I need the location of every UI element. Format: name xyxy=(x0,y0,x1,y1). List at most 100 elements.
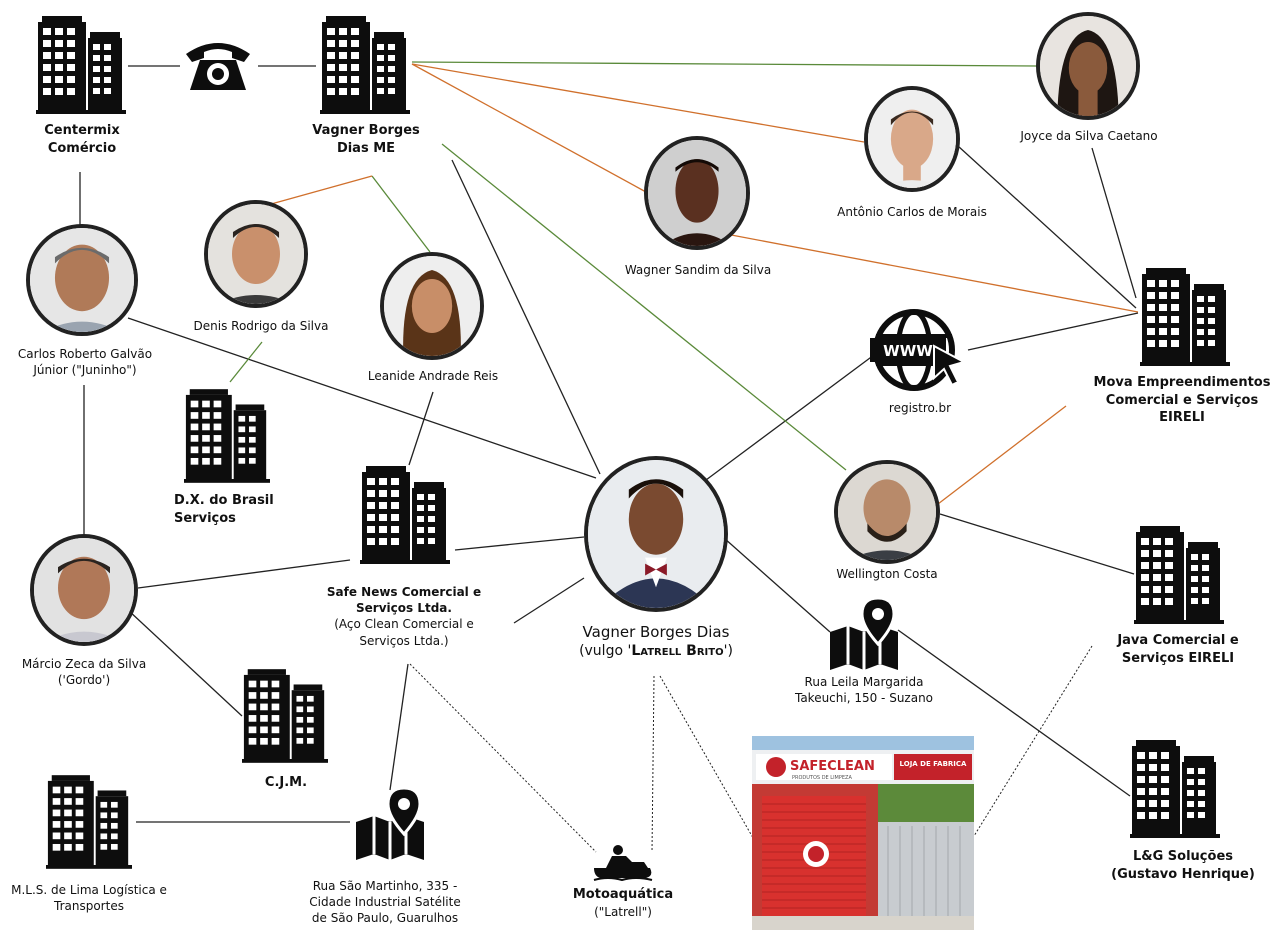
rua-sao-martinho-label-line1: Rua São Martinho, 335 - xyxy=(312,879,458,893)
joyce-portrait xyxy=(1036,12,1140,120)
link-vagnerdias-registro xyxy=(705,351,879,481)
rua-sao-martinho-map-pin-icon xyxy=(352,786,428,862)
vagner-dias-portrait xyxy=(584,456,728,612)
svg-text:WWW: WWW xyxy=(883,342,933,360)
link-ruaLeila-lg xyxy=(897,629,1131,797)
rua-leila-map-pin-icon xyxy=(826,596,902,672)
mls-label-line1: M.L.S. de Lima Logística e xyxy=(11,883,167,897)
link-wagner-mova xyxy=(725,233,1139,313)
carlos-label-line1: Carlos Roberto Galvão xyxy=(17,347,153,361)
link-safenews-jetski xyxy=(409,663,597,853)
carlos-label: Carlos Roberto Galvão Júnior ("Juninho") xyxy=(0,346,170,378)
centermix-label-line2: Comércio xyxy=(47,140,117,156)
mls-label-line2: Transportes xyxy=(54,899,124,914)
link-vagnerdias-jetski xyxy=(651,675,655,853)
mova-label: Mova Empreendimentos Comercial e Serviço… xyxy=(1082,374,1282,427)
cjm-building-icon xyxy=(242,668,328,764)
rua-leila-label: Rua Leila Margarida Takeuchi, 150 - Suza… xyxy=(778,674,950,706)
java-label: Java Comercial e Serviços EIRELI xyxy=(1094,632,1262,667)
safenews-label-line4: Serviços Ltda.) xyxy=(359,633,449,648)
jetski-icon xyxy=(592,842,654,882)
link-vagnerdias-store xyxy=(659,675,761,851)
safenews-building-icon xyxy=(360,466,450,564)
link-java-store xyxy=(973,645,1093,837)
link-marcio-cjm xyxy=(127,609,243,717)
safenews-label: Safe News Comercial e Serviços Ltda. (Aç… xyxy=(318,584,490,649)
mova-label-line1: Mova Empreendimentos xyxy=(1093,375,1271,390)
mova-label-line3: EIRELI xyxy=(1159,410,1205,426)
link-vagnerme-wagner xyxy=(411,63,647,193)
safenews-label-line3: (Aço Clean Comercial e xyxy=(334,617,474,632)
link-wellington-mova xyxy=(937,405,1067,505)
link-registro-mova xyxy=(967,312,1139,351)
vagner-dias-nickname: Latrell Brito xyxy=(631,643,724,660)
wagner-portrait xyxy=(644,136,750,250)
leanide-portrait xyxy=(380,252,484,360)
carlos-portrait xyxy=(26,224,138,336)
dx-building-icon xyxy=(184,388,270,484)
safeclean-storefront-photo: SAFECLEAN PRODUTOS DE LIMPEZA LOJA DE FA… xyxy=(752,736,974,930)
lg-building-icon xyxy=(1130,740,1220,838)
www-cursor-icon: WWW xyxy=(868,306,968,394)
mls-label: M.L.S. de Lima Logística e Transportes xyxy=(0,882,178,914)
wagner-label: Wagner Sandim da Silva xyxy=(624,263,772,277)
lg-label: L&G Soluções (Gustavo Henrique) xyxy=(1098,848,1268,883)
marcio-label-line2: ('Gordo') xyxy=(57,673,111,688)
centermix-building-icon xyxy=(36,16,126,114)
dx-label: D.X. do Brasil Serviços xyxy=(160,492,304,527)
vagner-dias-label-line2: (vulgo 'Latrell Brito') xyxy=(544,642,768,661)
vagner-me-label-line1: Vagner Borges xyxy=(312,123,420,138)
link-top-leanide xyxy=(371,175,431,253)
antonio-portrait xyxy=(864,86,960,192)
vagner-me-label: Vagner Borges Dias ME xyxy=(296,122,436,157)
mls-building-icon xyxy=(46,774,132,870)
link-carlos-vagnerdias xyxy=(127,317,597,479)
dx-label-line2: Serviços xyxy=(174,510,236,526)
mova-building-icon xyxy=(1140,268,1230,366)
vagner-dias-label: Vagner Borges Dias (vulgo 'Latrell Brito… xyxy=(544,622,768,661)
carlos-label-line2: Júnior ("Juninho") xyxy=(33,363,137,378)
link-vagnerdias-safenews-low xyxy=(513,577,585,624)
link-leanide-safenews xyxy=(408,391,434,466)
mova-label-line2: Comercial e Serviços xyxy=(1105,392,1259,408)
centermix-label-line1: Centermix xyxy=(44,123,120,138)
jetski-label-line1: Motoaquática xyxy=(572,887,674,902)
safenews-label-line2: Serviços Ltda. xyxy=(356,601,452,616)
store-sign-sub: PRODUTOS DE LIMPEZA xyxy=(792,775,852,781)
store-sign-right: LOJA DE FABRICA xyxy=(900,760,968,768)
link-denis-top xyxy=(263,175,373,207)
link-vagnerme-vagnerdias xyxy=(451,159,601,475)
safenews-label-line1: Safe News Comercial e xyxy=(326,585,482,599)
vagner-me-building-icon xyxy=(320,16,410,114)
rua-sao-martinho-label-line2: Cidade Industrial Satélite xyxy=(309,895,461,910)
store-sign-main: SAFECLEAN xyxy=(790,759,875,774)
link-vagnerdias-ruaLeila xyxy=(723,537,831,633)
lg-label-line2: (Gustavo Henrique) xyxy=(1111,866,1255,882)
marcio-label-line1: Márcio Zeca da Silva xyxy=(21,657,147,671)
rua-leila-label-line1: Rua Leila Margarida xyxy=(804,675,924,689)
marcio-portrait xyxy=(30,534,138,646)
java-building-icon xyxy=(1134,526,1224,624)
rua-sao-martinho-label: Rua São Martinho, 335 - Cidade Industria… xyxy=(296,878,474,927)
link-safenews-ruaSaoMartinho xyxy=(389,663,409,791)
leanide-label: Leanide Andrade Reis xyxy=(367,369,499,383)
telephone-icon xyxy=(182,36,254,94)
link-joyce-mova xyxy=(1091,147,1137,299)
link-denis-dx xyxy=(229,341,263,383)
denis-portrait xyxy=(204,200,308,308)
rua-sao-martinho-label-line3: de São Paulo, Guarulhos xyxy=(311,911,459,926)
vagner-dias-label-pre: (vulgo ' xyxy=(579,643,632,660)
link-marcio-safenews xyxy=(137,559,351,589)
wellington-label: Wellington Costa xyxy=(836,567,938,581)
dx-label-line1: D.X. do Brasil xyxy=(174,493,274,508)
jetski-label: Motoaquática ("Latrell") xyxy=(548,886,698,920)
link-vagnerme-wellington xyxy=(441,143,847,471)
denis-label: Denis Rodrigo da Silva xyxy=(193,319,329,333)
jetski-label-line2: ("Latrell") xyxy=(594,904,652,919)
registro-label: registro.br xyxy=(888,401,952,415)
link-vagnerme-antonio xyxy=(411,63,865,143)
joyce-label: Joyce da Silva Caetano xyxy=(1020,129,1158,143)
lg-label-line1: L&G Soluções xyxy=(1132,849,1233,864)
